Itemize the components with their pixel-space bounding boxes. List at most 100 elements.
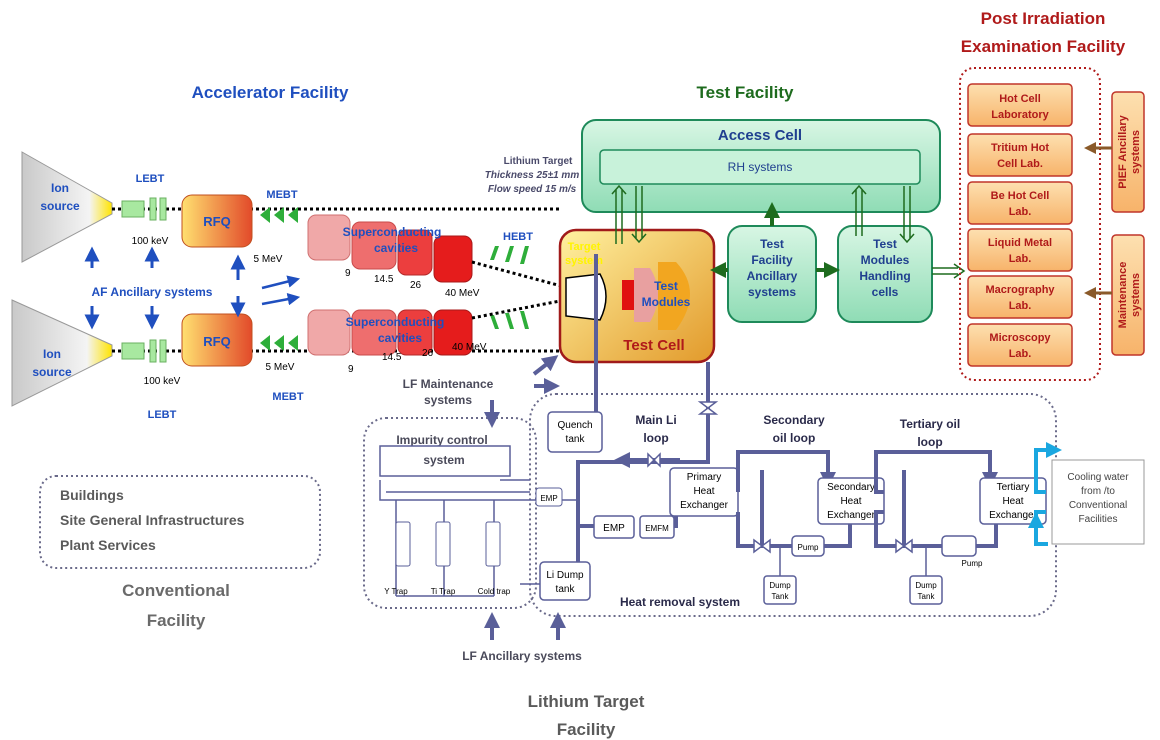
- lab-5-line1: Macrography: [985, 284, 1055, 296]
- lab-3-line1: Be Hot Cell: [991, 190, 1050, 202]
- test-facility-title: Test Facility: [697, 83, 795, 102]
- lebt-label-top: LEBT: [136, 173, 165, 185]
- pief-title-line1: Post Irradiation: [981, 9, 1106, 28]
- ion-source-label-bottom-2: source: [32, 365, 72, 379]
- sc-label-top-2: cavities: [374, 241, 418, 255]
- li-dump-label-2: tank: [556, 584, 576, 595]
- energy-100kev-bottom: 100 keV: [144, 376, 181, 387]
- lebt-magnet-bottom-1: [121, 342, 145, 360]
- maintenance-label-1: Maintenance: [1117, 262, 1129, 329]
- sc-cavity-bottom-1: [307, 309, 351, 356]
- lab-box-1: [967, 83, 1073, 127]
- rh-systems-label: RH systems: [728, 160, 793, 174]
- lithium-title-line1: Lithium Target: [528, 692, 645, 711]
- energy-40mev-bottom: 40 MeV: [452, 342, 487, 353]
- impurity-box: [379, 445, 511, 477]
- tf-ancillary-label-1: Test: [760, 237, 784, 251]
- lab-box-6: [967, 323, 1073, 367]
- tf-hollow-arrows: [611, 184, 966, 279]
- tertiary-loop-label-2: loop: [917, 435, 942, 449]
- tf-ancillary-label-2: Facility: [751, 253, 793, 267]
- pief-labs: Hot Cell Laboratory Tritium Hot Cell Lab…: [967, 83, 1073, 367]
- tertiary-dump-tank: [909, 575, 943, 605]
- test-cell-label: Test Cell: [623, 337, 684, 354]
- cooling-water-label-3: Conventional: [1069, 500, 1127, 511]
- mebt-label-bottom: MEBT: [272, 391, 303, 403]
- target-system-label-1: Target: [568, 241, 601, 253]
- conventional-item-2: Site General Infrastructures: [60, 512, 245, 528]
- lab-6-line1: Microscopy: [989, 332, 1051, 344]
- sc-cavity-bottom-3: [397, 309, 433, 356]
- test-modules-orange: [658, 262, 690, 330]
- sc-label-top-1: Superconducting: [343, 225, 442, 239]
- lebt-magnet-top-2: [149, 197, 157, 221]
- hebt-beamline-upper: [471, 260, 566, 289]
- li-target-info-3: Flow speed 15 m/s: [488, 184, 577, 195]
- tertiary-loop: [874, 450, 998, 548]
- trap-cold-label: Cold trap: [478, 587, 511, 596]
- cavity-energy-bottom-2: 14.5: [382, 352, 402, 363]
- ion-source-label-top-1: Ion: [51, 181, 69, 195]
- af-arrow-7: [261, 275, 301, 290]
- secondary-loop-label-2: oil loop: [773, 431, 816, 445]
- handling-label-1: Test: [873, 237, 897, 251]
- lab-5-line2: Lab.: [1009, 300, 1032, 312]
- lab-2-line1: Tritium Hot: [991, 142, 1049, 154]
- conventional-title-line1: Conventional: [122, 581, 230, 600]
- cooling-water-label-2: from /to: [1081, 486, 1115, 497]
- lf-maintenance-label-1: LF Maintenance: [403, 377, 494, 391]
- maintenance-box: [1111, 234, 1145, 356]
- pief-title-line2: Examination Facility: [961, 37, 1126, 56]
- energy-100kev-top: 100 keV: [132, 236, 169, 247]
- hebt-label: HEBT: [503, 231, 533, 243]
- mebt-buncher-top: [260, 207, 298, 223]
- main-loop-valve-1: [697, 401, 719, 415]
- accelerator-line-bottom: Ion source 100 keV LEBT RFQ 5 MeV MEBT S…: [11, 299, 560, 421]
- conventional-item-1: Buildings: [60, 487, 124, 503]
- sc-cavity-top-2: [351, 221, 397, 270]
- maintenance-label-2: systems: [1130, 273, 1142, 317]
- tf-ancillary-label-3: Ancillary: [747, 269, 798, 283]
- tertiary-hx-label-3: Exchanger: [989, 510, 1037, 521]
- quench-label-1: Quench: [557, 420, 592, 431]
- cavity-energy-bottom-1: 9: [348, 364, 354, 375]
- lab-2-line2: Cell Lab.: [997, 158, 1043, 170]
- impurity-boundary: [363, 417, 537, 609]
- handling-label-4: cells: [872, 285, 899, 299]
- lf-ancillary-label: LF Ancillary systems: [462, 649, 582, 663]
- lebt-magnet-top-3: [159, 197, 167, 221]
- cavity-energy-top-1: 9: [345, 268, 351, 279]
- accelerator-line-top: Ion source LEBT 100 keV RFQ MEBT 5 MeV S…: [21, 151, 560, 299]
- sc-cavity-top-4: [433, 235, 473, 283]
- energy-5mev-bottom: 5 MeV: [266, 362, 295, 373]
- primary-hx-label-3: Exchanger: [680, 500, 728, 511]
- main-loop-label-1: Main Li: [635, 413, 676, 427]
- conventional-box: [39, 475, 321, 569]
- mebt-buncher-bottom: [260, 335, 298, 351]
- test-modules-label-1: Test: [654, 279, 678, 293]
- target-system-label-2: system: [565, 255, 603, 267]
- lab-6-line2: Lab.: [1009, 348, 1032, 360]
- lithium-title-line2: Facility: [557, 720, 616, 739]
- li-dump-tank: [539, 561, 591, 601]
- tf-ancillary-label-4: systems: [748, 285, 796, 299]
- rfq-label-top: RFQ: [203, 214, 230, 229]
- lab-4-line1: Liquid Metal: [988, 237, 1052, 249]
- sc-cavity-bottom-4: [433, 309, 473, 356]
- access-cell-label: Access Cell: [718, 127, 802, 144]
- handling-label-3: Handling: [859, 269, 910, 283]
- cavity-energy-top-3: 26: [410, 280, 422, 291]
- target-red-block: [622, 280, 634, 310]
- ion-source-label-bottom-1: Ion: [43, 347, 61, 361]
- hebt-beamline-lower: [471, 298, 566, 320]
- emp-main-label: EMP: [603, 523, 625, 534]
- sc-cavity-top-3: [397, 229, 433, 276]
- af-ancillary-label: AF Ancillary systems: [92, 285, 213, 299]
- emp-small-label: EMP: [540, 494, 557, 503]
- cavity-energy-top-2: 14.5: [374, 274, 394, 285]
- secondary-hx: [817, 477, 885, 525]
- lf-maintenance-label-2: systems: [424, 393, 472, 407]
- primary-hx-label-2: Heat: [693, 486, 714, 497]
- primary-hx-label-1: Primary: [687, 472, 721, 483]
- ion-source-cone-bottom: [11, 299, 113, 407]
